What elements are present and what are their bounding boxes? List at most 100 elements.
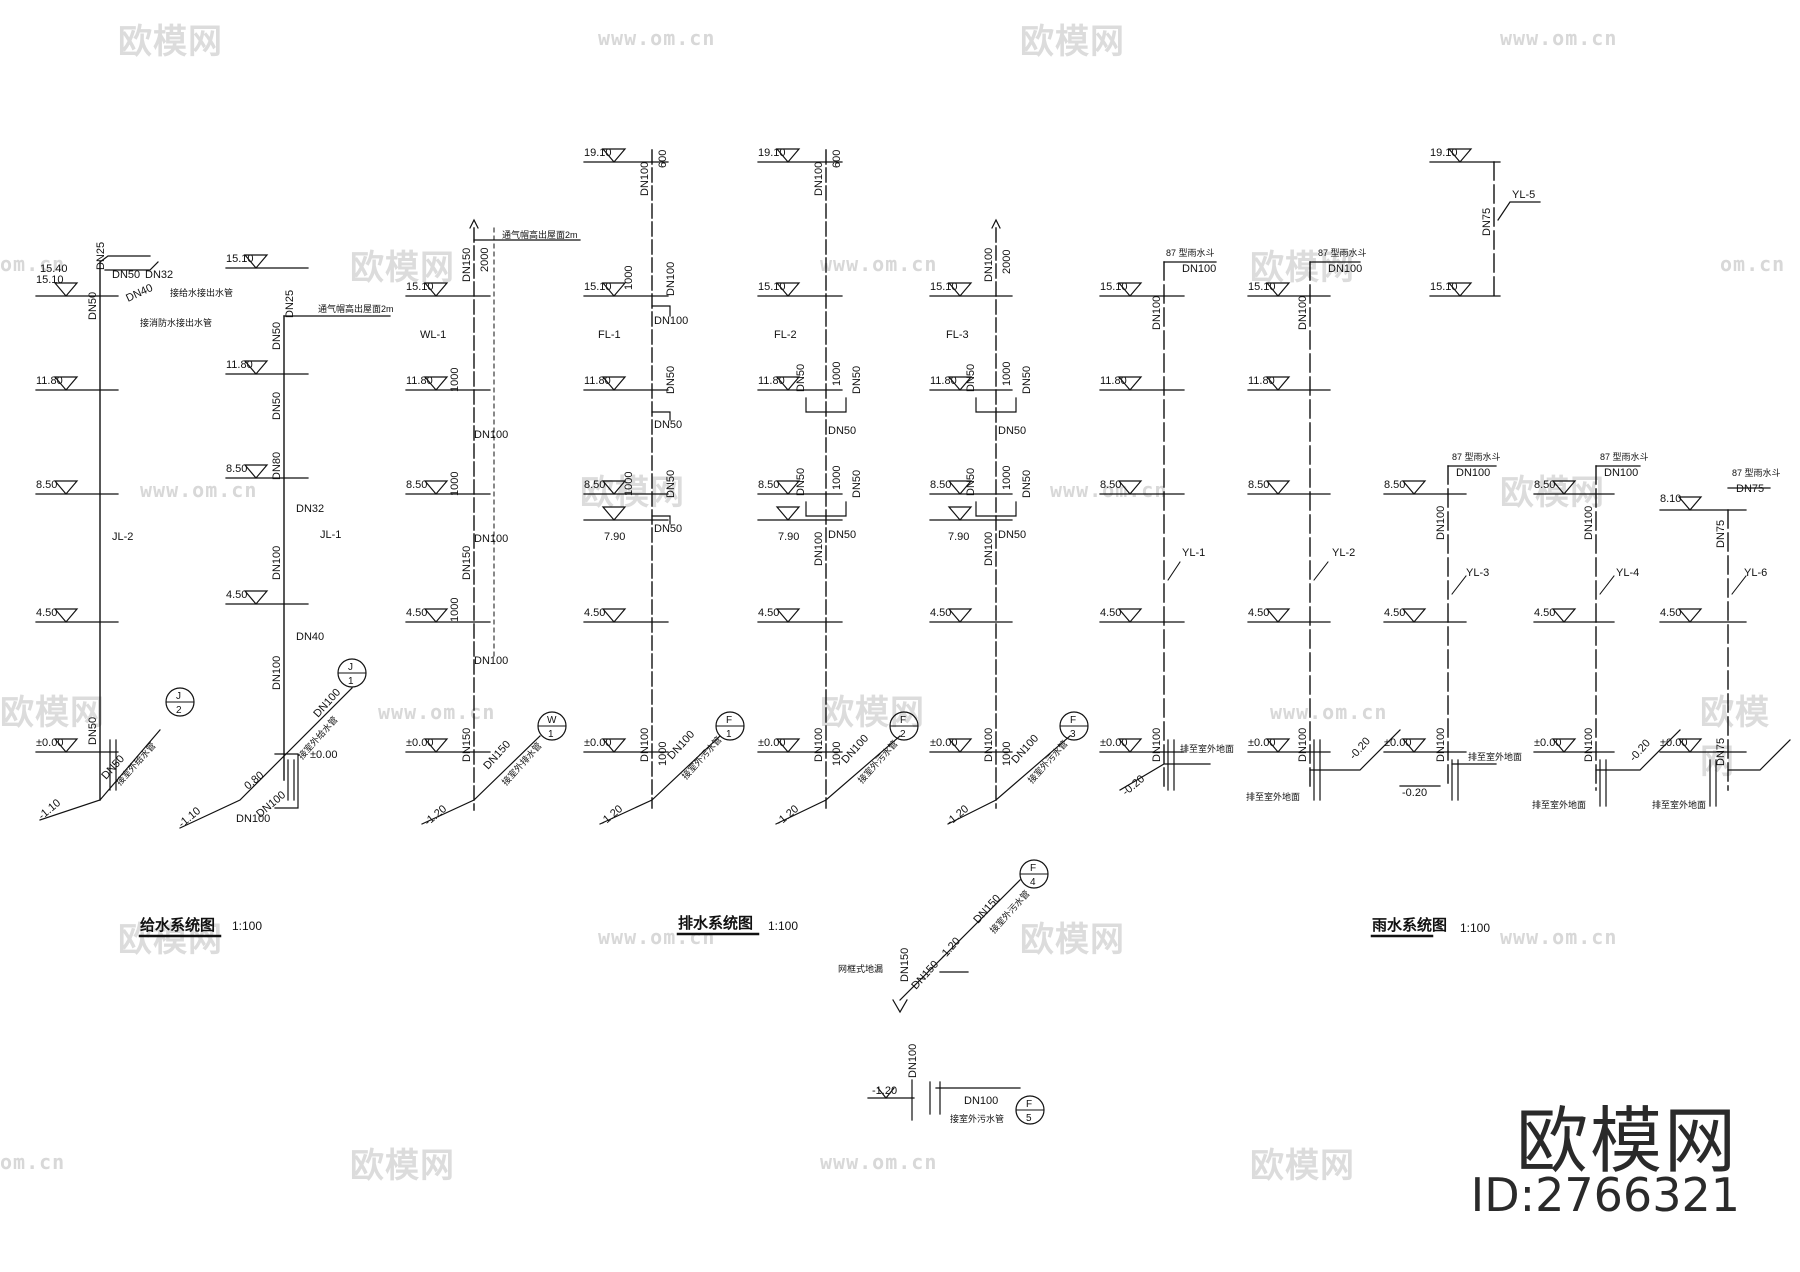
watermark-tile: 欧模网 xyxy=(0,693,105,733)
dim-label: 2000 xyxy=(1001,250,1013,274)
svg-text:F: F xyxy=(1030,863,1036,874)
level-label: 19.10 xyxy=(1430,147,1458,159)
pipe-size-label: DN50 xyxy=(965,364,977,392)
pipe-size-label: DN75 xyxy=(1481,208,1493,236)
pipe-label: WL-1 xyxy=(420,329,446,341)
pipe-size-label: DN150 xyxy=(461,546,473,580)
watermark-tile: 欧模网 xyxy=(580,473,685,513)
pipe-size-label: DN50 xyxy=(1021,470,1033,498)
level-label: 15.10 xyxy=(406,281,434,293)
pipe-size-label: DN100 xyxy=(665,262,677,296)
pipe-size-label: DN100 xyxy=(813,532,825,566)
pipe-size-label: DN100 xyxy=(1151,728,1163,762)
level-label: 15.10 xyxy=(1248,281,1276,293)
pipe-size-label: DN75 xyxy=(1736,483,1764,495)
section-scale: 1:100 xyxy=(768,919,798,933)
detail-circle-f4: F 4 xyxy=(1019,859,1049,889)
watermark-tile: 欧模网 xyxy=(1020,920,1125,960)
pipe-size-label: DN100 xyxy=(813,728,825,762)
detail-circle-f1: F 1 xyxy=(715,711,745,741)
pipe-size-label: DN100 xyxy=(271,546,283,580)
pipe-size-label: DN50 xyxy=(795,364,807,392)
pipe-size-label: DN100 xyxy=(983,248,995,282)
pipe-size-label: DN100 xyxy=(1435,728,1447,762)
level-label: 15.10 xyxy=(1100,281,1128,293)
note: 接室外污水管 xyxy=(950,1113,1004,1124)
watermark-tile: 欧模网 xyxy=(1500,473,1605,513)
level-label: 4.50 xyxy=(1534,607,1555,619)
pipe-size-label: DN100 xyxy=(983,532,995,566)
note: 网框式地漏 xyxy=(838,963,883,974)
watermark-url: www.om.cn xyxy=(820,252,938,276)
dim-label: 1000 xyxy=(449,472,461,496)
pipe-size-label: DN100 xyxy=(236,813,270,825)
pipe-size-label: DN100 xyxy=(665,729,697,762)
pipe-size-label: DN100 xyxy=(1182,263,1216,275)
level-label: 15.10 xyxy=(758,281,786,293)
detail-circle-j1: J 1 xyxy=(337,658,367,688)
level-label: 8.50 xyxy=(1384,479,1405,491)
level-label: ±0.00 xyxy=(1384,737,1411,749)
pipe-size-label: DN100 xyxy=(1297,296,1309,330)
pipe-size-label: DN100 xyxy=(1151,296,1163,330)
title-drain: 排水系统图 1:100 xyxy=(676,914,798,936)
dim-label: 0.80 xyxy=(242,769,266,792)
level-label: -1.10 xyxy=(36,797,63,822)
watermark-url: www.om.cn xyxy=(140,478,258,502)
pipe-size-label: DN100 xyxy=(1583,506,1595,540)
dim-label: 1000 xyxy=(1001,362,1013,386)
level-label: -0.20 xyxy=(1347,735,1373,762)
level-label: 4.50 xyxy=(226,589,247,601)
note: 排至室外地面 xyxy=(1246,791,1300,802)
pipe-size-label: DN50 xyxy=(851,470,863,498)
note: 通气帽高出屋面2m xyxy=(502,229,578,240)
pipe-label: YL-4 xyxy=(1616,567,1639,579)
waste-system-wl1: 15.10 11.80 8.50 4.50 ±0.00 -1.20 WL-1 D… xyxy=(405,218,581,828)
dim-label: 600 xyxy=(657,150,669,168)
level-label: 8.50 xyxy=(36,479,57,491)
svg-text:2: 2 xyxy=(176,705,182,716)
pipe-size-label: DN100 xyxy=(1604,467,1638,479)
dim-label: 1000 xyxy=(623,266,635,290)
level-label: ±0.00 xyxy=(310,749,337,761)
dim-label: 1000 xyxy=(449,368,461,392)
detail-circle-f2: F 2 xyxy=(889,711,919,741)
pipe-size-label: DN100 xyxy=(983,728,995,762)
pipe-size-label: DN100 xyxy=(639,162,651,196)
level-label: ±0.00 xyxy=(406,737,433,749)
pipe-size-label: DN40 xyxy=(124,282,155,305)
dim-label: 2000 xyxy=(479,248,491,272)
dim-label: 1000 xyxy=(449,598,461,622)
drain-detail-f5: -1.20 DN100 DN100 接室外污水管 F 5 xyxy=(867,1044,1045,1125)
pipe-label: JL-1 xyxy=(320,529,341,541)
watermark-tile: 欧模网 xyxy=(118,920,223,960)
level-label: 11.80 xyxy=(36,375,63,387)
pipe-size-label: DN25 xyxy=(95,242,107,270)
section-scale: 1:100 xyxy=(1460,921,1490,935)
level-label: -1.20 xyxy=(872,1085,897,1097)
pipe-size-label: DN32 xyxy=(145,269,173,281)
level-label: 8.50 xyxy=(1100,479,1121,491)
note: 87 型雨水斗 xyxy=(1600,451,1649,462)
detail-circle-j2: J 2 xyxy=(165,687,195,717)
section-title: 排水系统图 xyxy=(678,914,753,932)
level-label: 8.50 xyxy=(226,463,247,475)
title-rain: 雨水系统图 1:100 xyxy=(1370,916,1490,938)
rain-system-yl1: 15.10 11.80 8.50 4.50 ±0.00 -0.20 87 型雨水… xyxy=(1099,247,1234,798)
pipe-size-label: DN50 xyxy=(851,366,863,394)
level-label: -1.10 xyxy=(176,805,203,830)
level-label: 15.10 xyxy=(226,253,254,265)
level-label: 19.10 xyxy=(584,147,612,159)
pipe-size-label: DN75 xyxy=(1715,520,1727,548)
note: 排至室外地面 xyxy=(1180,743,1234,754)
pipe-size-label: DN75 xyxy=(1715,738,1727,766)
drain-system-fl1: 19.10 15.10 11.80 8.50 7.90 4.50 ±0.00 -… xyxy=(583,147,745,828)
watermark-url: www.om.cn xyxy=(598,26,716,50)
svg-text:1: 1 xyxy=(348,676,354,687)
level-label: -1.20 xyxy=(937,935,963,962)
pipe-size-label: DN100 xyxy=(813,162,825,196)
pipe-size-label: DN100 xyxy=(1328,263,1362,275)
level-label: 8.50 xyxy=(930,479,951,491)
watermark-url: www.om.cn xyxy=(378,700,496,724)
dim-label: 1000 xyxy=(1001,742,1013,766)
